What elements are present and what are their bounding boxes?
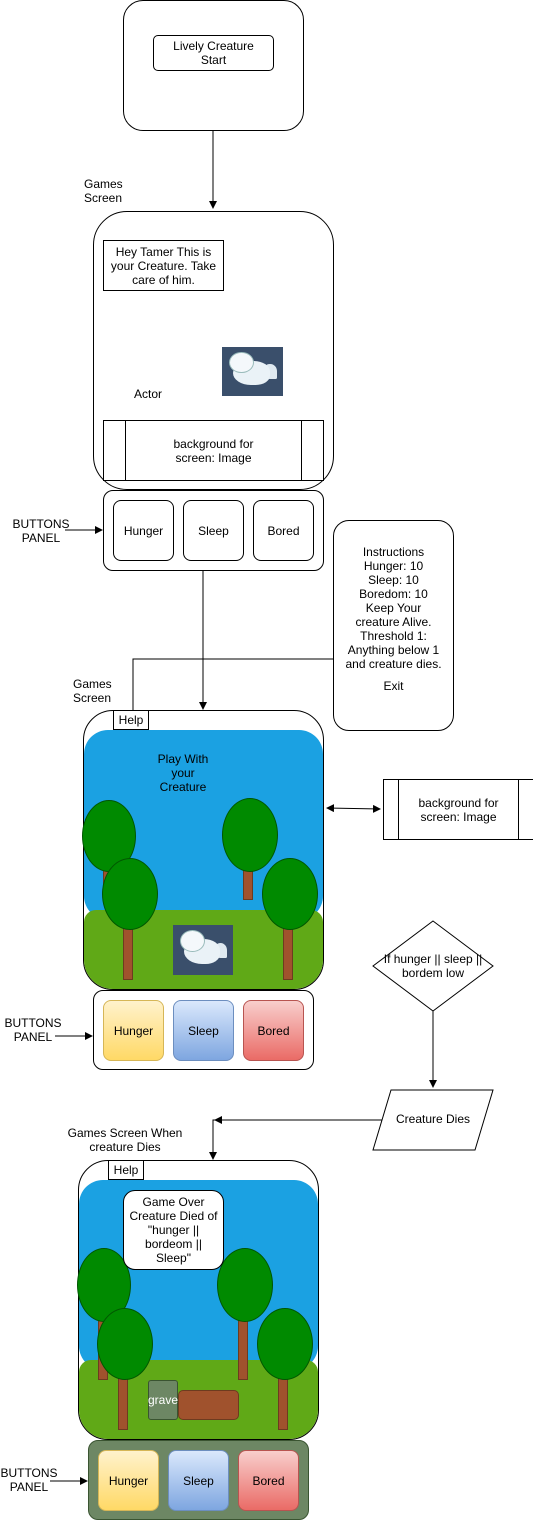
- bored-button-2[interactable]: Bored: [243, 1000, 304, 1061]
- grave: grave: [148, 1380, 178, 1420]
- sleep-button-2[interactable]: Sleep: [173, 1000, 234, 1061]
- sleep-label: Sleep: [188, 1023, 219, 1038]
- instructions-line: Instructions: [362, 545, 425, 559]
- instructions-line: Hunger: 10: [363, 559, 424, 573]
- hunger-button-3[interactable]: Hunger: [98, 1450, 159, 1511]
- grave-mound: [178, 1390, 239, 1420]
- instructions-exit[interactable]: Exit: [383, 679, 404, 693]
- play-text: Play With your Creature: [157, 752, 209, 794]
- buttons-panel-1-label: BUTTONS PANEL: [12, 517, 70, 545]
- game-over-text: Game Over Creature Died of "hunger || bo…: [129, 1195, 218, 1265]
- tree-icon: [257, 1308, 313, 1380]
- background-label-1: background for screen: Image: [173, 436, 254, 465]
- hunger-button-2[interactable]: Hunger: [103, 1000, 164, 1061]
- actor-label: Actor: [133, 387, 162, 401]
- grave-label: grave: [147, 1393, 179, 1407]
- background-image-box-2: background for screen: Image: [383, 779, 533, 840]
- bored-label: Bored: [267, 523, 300, 538]
- games-screen-1-title: Games Screen: [84, 177, 123, 205]
- background-label-2: background for screen: Image: [418, 795, 499, 824]
- instructions-connector: [132, 658, 333, 711]
- sleep-label: Sleep: [198, 523, 229, 538]
- arrow-screen2-background: [326, 804, 381, 813]
- tree-icon: [217, 1248, 273, 1322]
- start-button[interactable]: Lively Creature Start: [153, 35, 274, 71]
- bored-label: Bored: [252, 1473, 285, 1488]
- bored-label: Bored: [257, 1023, 290, 1038]
- hunger-label: Hunger: [123, 523, 164, 538]
- creature-image: [222, 347, 283, 396]
- instructions-line: Boredom: 10: [359, 587, 428, 601]
- creature-dies-text: Creature Dies: [395, 1112, 471, 1126]
- help-label: Help: [113, 1163, 139, 1177]
- instructions-line: Threshold 1:: [360, 629, 427, 643]
- tree-icon: [222, 798, 278, 872]
- hunger-label: Hunger: [108, 1473, 149, 1488]
- sleep-button-1[interactable]: Sleep: [183, 500, 244, 561]
- speech-text: Hey Tamer This is your Creature. Take ca…: [110, 244, 217, 287]
- buttons-panel-3-label: BUTTONS PANEL: [0, 1466, 58, 1494]
- games-screen-2-title: Games Screen: [73, 677, 112, 705]
- buttons-panel-2-label: BUTTONS PANEL: [4, 1016, 62, 1044]
- speech-bubble: Hey Tamer This is your Creature. Take ca…: [103, 240, 224, 291]
- game-over-dialog: Game Over Creature Died of "hunger || bo…: [123, 1190, 224, 1270]
- tree-icon: [262, 858, 318, 930]
- decision-text: If hunger || sleep || bordem low: [383, 952, 483, 980]
- tree-icon: [97, 1308, 153, 1380]
- creature-image: [173, 925, 233, 975]
- bored-button-3[interactable]: Bored: [238, 1450, 299, 1511]
- tree-icon: [102, 858, 158, 930]
- instructions-panel: Instructions Hunger: 10 Sleep: 10 Boredo…: [333, 520, 454, 731]
- games-screen-3-title: Games Screen When creature Dies: [67, 1126, 183, 1154]
- hunger-button-1[interactable]: Hunger: [113, 500, 174, 561]
- sleep-button-3[interactable]: Sleep: [168, 1450, 229, 1511]
- help-label: Help: [118, 713, 144, 727]
- help-button-3[interactable]: Help: [108, 1160, 144, 1180]
- instructions-line: Sleep: 10: [368, 573, 419, 587]
- hunger-label: Hunger: [113, 1023, 154, 1038]
- arrow-dies-to-screen3-line: [212, 1119, 383, 1159]
- help-button-2[interactable]: Help: [113, 710, 149, 730]
- start-button-label: Lively Creature Start: [173, 39, 254, 67]
- background-image-box-1: background for screen: Image: [103, 420, 324, 481]
- sleep-label: Sleep: [183, 1473, 214, 1488]
- instructions-line: Anything below 1 and creature dies.: [345, 643, 442, 671]
- bored-button-1[interactable]: Bored: [253, 500, 314, 561]
- instructions-line: Keep Your creature Alive.: [355, 601, 432, 629]
